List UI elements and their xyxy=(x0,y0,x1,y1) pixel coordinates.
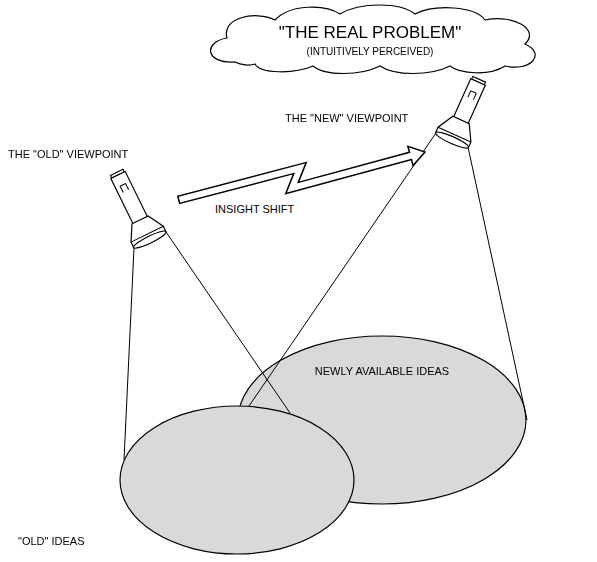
torch-outline xyxy=(8,148,178,252)
flashlight-body xyxy=(111,171,148,225)
insight-arrow xyxy=(178,146,425,200)
viewpoint-label: THE "OLD" VIEWPOINT xyxy=(8,148,128,161)
cloud-node: "THE REAL PROBLEM" (INTUITIVELY PERCEIVED… xyxy=(195,2,545,74)
flashlight-icon xyxy=(434,72,495,151)
flashlight-lens xyxy=(434,130,470,151)
viewpoint-label: THE "NEW" VIEWPOINT xyxy=(285,112,408,125)
viewpoint-node: THE "NEW" VIEWPOINT xyxy=(280,76,500,152)
ideas-label: "OLD" IDEAS xyxy=(18,535,85,548)
arrow-label: INSIGHT SHIFT xyxy=(213,203,296,216)
cloud-title: "THE REAL PROBLEM" xyxy=(279,23,461,43)
cloud-subtitle: (INTUITIVELY PERCEIVED) xyxy=(307,46,434,58)
flashlight-icon xyxy=(101,164,168,250)
arrow-inner xyxy=(180,155,414,200)
flashlight-switch xyxy=(120,184,128,193)
ellipse-outline xyxy=(119,405,355,555)
ideas-ellipse: "OLD" IDEAS xyxy=(119,405,355,555)
beam-line xyxy=(124,248,134,460)
cloud-shape xyxy=(211,5,536,74)
viewpoint-node: THE "OLD" VIEWPOINT xyxy=(8,148,178,252)
flashlight-lens xyxy=(132,229,167,251)
ideas-ellipse-shape xyxy=(120,406,354,554)
ideas-label: NEWLY AVAILABLE IDEAS xyxy=(315,365,449,378)
flashlight-switch xyxy=(468,91,476,100)
